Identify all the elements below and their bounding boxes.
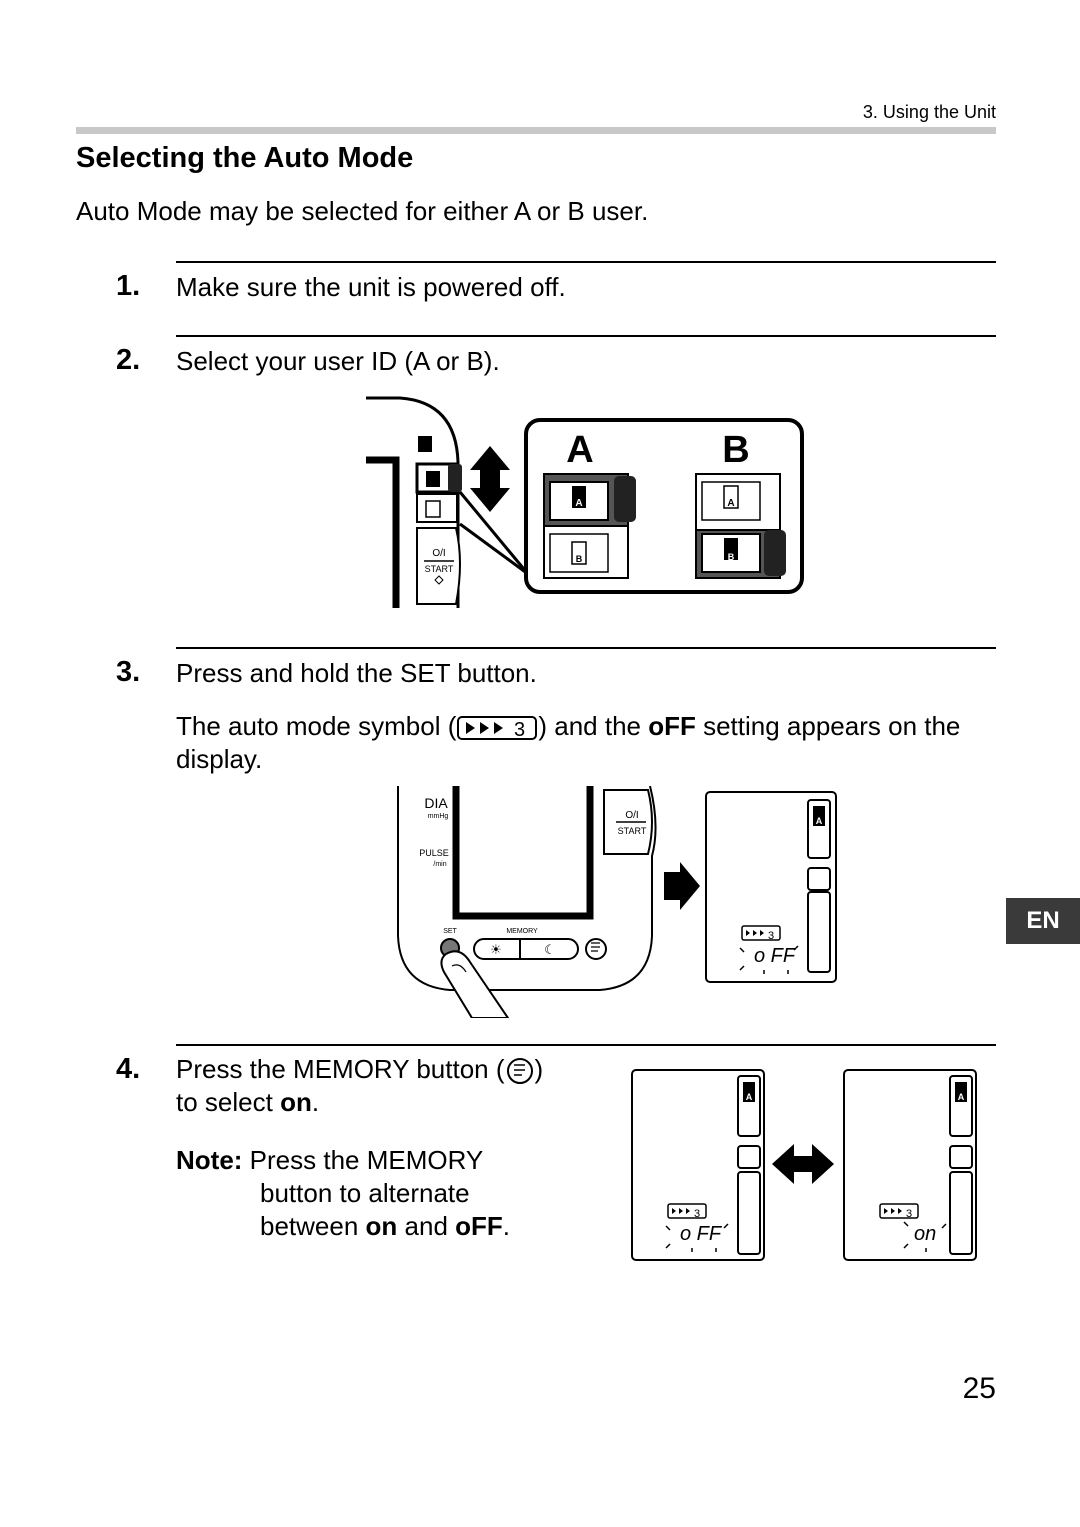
svg-text:A: A <box>816 816 823 826</box>
lcd-off-readout: o FF <box>754 945 797 967</box>
memory-button <box>585 938 607 960</box>
auto-mode-icon: 3 <box>457 716 538 741</box>
knob-b-position <box>764 530 786 576</box>
header-divider <box>76 127 996 134</box>
user-icon-small <box>418 436 432 452</box>
memory-rocker <box>473 938 579 960</box>
svg-text:3: 3 <box>694 1208 700 1220</box>
svg-text:3: 3 <box>768 930 774 942</box>
right-arrow-icon <box>664 862 700 910</box>
svg-text:A: A <box>727 498 734 509</box>
up-down-arrow-icon <box>470 446 510 512</box>
step-3-detail: The auto mode symbol (3) and the oFF set… <box>176 711 961 774</box>
switch-knob <box>448 464 462 492</box>
step-1-number: 1. <box>116 270 141 302</box>
svg-text:B: B <box>728 552 735 562</box>
set-button-figure: DIA mmHg PULSE /min O/I START SET MEMORY… <box>397 786 837 1018</box>
svg-text:O/I: O/I <box>432 548 445 559</box>
lcd-panel <box>705 791 837 983</box>
step-1-rule <box>176 261 996 263</box>
on-off-toggle-figure: A 3 o FF A 3 on <box>631 1069 977 1261</box>
step-3-number: 3. <box>116 656 141 688</box>
svg-text:A: A <box>575 498 582 509</box>
note-block: Note: Press the MEMORY button to alterna… <box>176 1145 511 1241</box>
memory-button-icon <box>506 1058 533 1085</box>
user-b-label: B <box>722 429 749 471</box>
moon-icon: ☾ <box>544 942 556 957</box>
svg-text:/min: /min <box>433 861 446 868</box>
section-header: 3. Using the Unit <box>862 102 996 122</box>
step-1-text: Make sure the unit is powered off. <box>176 272 566 302</box>
sun-icon: ☀ <box>490 942 502 957</box>
note-label: Note: <box>176 1145 243 1175</box>
user-a-label: A <box>566 429 593 471</box>
svg-text:START: START <box>618 826 647 836</box>
start-button <box>416 527 461 605</box>
svg-text:MEMORY: MEMORY <box>506 928 538 935</box>
step-4-number: 4. <box>116 1053 141 1085</box>
svg-text:A: A <box>958 1092 965 1102</box>
svg-text:SET: SET <box>443 928 457 935</box>
step-4-rule <box>176 1044 996 1046</box>
user-select-figure: O/I START A B A B A B <box>366 396 804 608</box>
intro-text: Auto Mode may be selected for either A o… <box>76 196 649 226</box>
page-number: 25 <box>962 1372 996 1405</box>
svg-text:3: 3 <box>906 1208 912 1220</box>
lcd-off-readout-2: o FF <box>680 1223 723 1245</box>
step-2-number: 2. <box>116 344 141 376</box>
step-3-text: Press and hold the SET button. <box>176 658 537 688</box>
knob-a-position <box>614 476 636 522</box>
step-2-text: Select your user ID (A or B). <box>176 346 500 376</box>
step-4-text: Press the MEMORY button () to select on. <box>176 1054 544 1118</box>
svg-text:PULSE: PULSE <box>419 848 449 858</box>
language-tab: EN <box>1006 898 1080 944</box>
svg-text:3: 3 <box>514 719 525 741</box>
lcd-on-readout: on <box>914 1223 936 1245</box>
svg-text:START: START <box>425 564 454 574</box>
lcd-on-panel <box>843 1069 977 1261</box>
lcd-off-panel <box>631 1069 765 1261</box>
step-3-rule <box>176 647 996 649</box>
svg-text:DIA: DIA <box>424 795 448 811</box>
step-2-rule <box>176 335 996 337</box>
svg-text:B: B <box>576 554 583 564</box>
svg-text:O/I: O/I <box>625 810 638 821</box>
page-title: Selecting the Auto Mode <box>76 142 414 174</box>
svg-text:A: A <box>746 1092 753 1102</box>
svg-text:mmHg: mmHg <box>428 813 449 820</box>
finger <box>440 950 510 1018</box>
left-right-arrow-icon <box>772 1144 834 1184</box>
